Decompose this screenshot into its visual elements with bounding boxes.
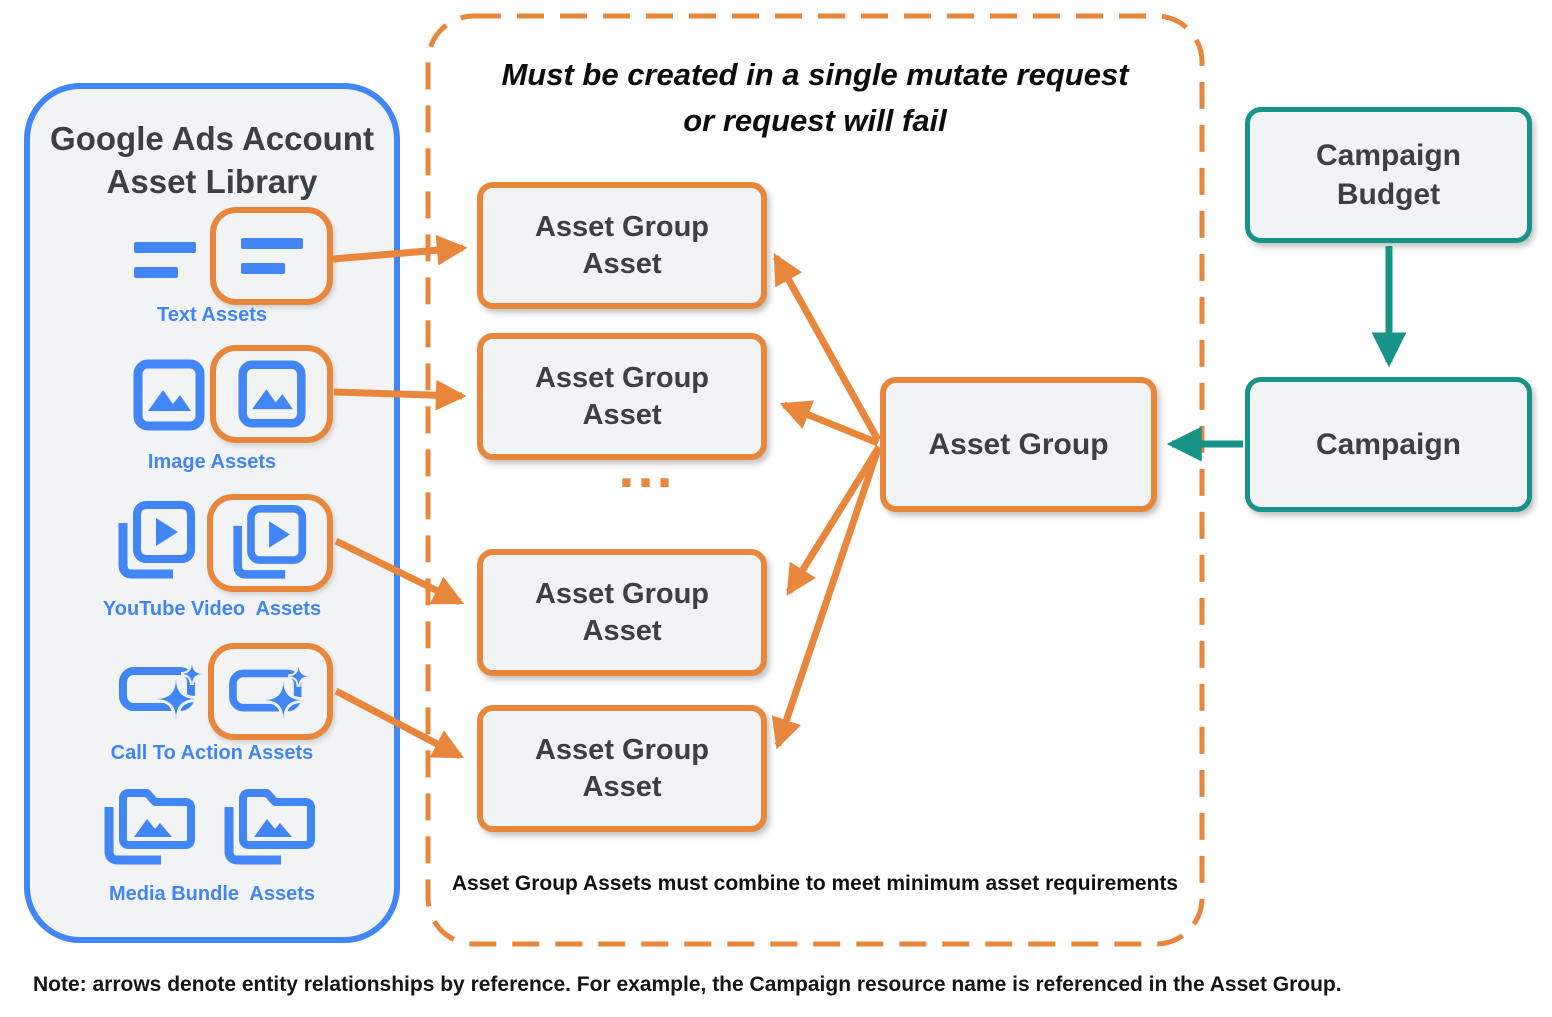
library-title: Google Ads Account Asset Library — [30, 117, 394, 203]
asset-group-label: Asset Group — [928, 427, 1109, 461]
text-asset-icon — [240, 238, 303, 274]
campaign-label: Campaign — [1315, 428, 1462, 461]
asset-group-asset-box-1: Asset Group Asset — [477, 182, 767, 309]
mutate-request-title-line2: or request will fail — [683, 103, 947, 138]
youtube-video-asset-icon — [233, 505, 307, 579]
library-title-line2: Asset Library — [106, 163, 318, 200]
asset-group-asset-label: Asset Group Asset — [534, 210, 710, 280]
more-assets-ellipsis: ... — [618, 435, 676, 500]
media-bundle-assets-label: Media Bundle Assets — [109, 883, 315, 905]
asset-library-panel: Google Ads Account Asset Library Text As… — [24, 83, 400, 943]
campaign-box: Campaign — [1245, 377, 1532, 512]
library-title-line1: Google Ads Account — [50, 120, 374, 157]
call-to-action-asset-icon — [228, 665, 309, 720]
asset-group-asset-label: Asset Group Asset — [534, 577, 710, 647]
asset-group-box: Asset Group — [880, 377, 1157, 512]
campaign-budget-box: Campaign Budget — [1245, 107, 1532, 243]
media-bundle-asset-icon — [103, 781, 199, 867]
youtube-video-asset-icon — [117, 501, 197, 581]
mutate-region-caption: Asset Group Assets must combine to meet … — [451, 872, 1179, 895]
asset-group-asset-label: Asset Group Asset — [534, 733, 710, 803]
image-asset-highlight-frame — [210, 345, 333, 443]
mutate-request-title-line1: Must be created in a single mutate reque… — [501, 57, 1129, 92]
campaign-budget-label-line1: Campaign — [1315, 139, 1462, 172]
text-asset-highlight-frame — [210, 207, 333, 305]
image-asset-icon — [237, 360, 306, 428]
footer-note: Note: arrows denote entity relationships… — [33, 973, 1342, 996]
asset-group-asset-box-2: Asset Group Asset — [477, 333, 767, 460]
asset-group-asset-box-4: Asset Group Asset — [477, 705, 767, 832]
image-asset-icon — [133, 359, 205, 431]
text-assets-label: Text Assets — [156, 304, 268, 326]
mutate-request-title: Must be created in a single mutate reque… — [425, 52, 1205, 144]
campaign-budget-label-line2: Budget — [1336, 178, 1441, 211]
media-bundle-asset-icon — [223, 781, 319, 867]
youtube-video-assets-label: YouTube Video Assets — [102, 598, 322, 620]
call-to-action-asset-highlight-frame — [208, 643, 333, 740]
call-to-action-asset-icon — [119, 659, 207, 721]
asset-group-asset-label: Asset Group Asset — [534, 361, 710, 431]
asset-group-asset-box-3: Asset Group Asset — [477, 549, 767, 676]
youtube-video-asset-highlight-frame — [207, 494, 333, 592]
text-asset-icon — [133, 241, 197, 279]
image-assets-label: Image Assets — [147, 451, 277, 473]
call-to-action-assets-label: Call To Action Assets — [110, 742, 314, 764]
